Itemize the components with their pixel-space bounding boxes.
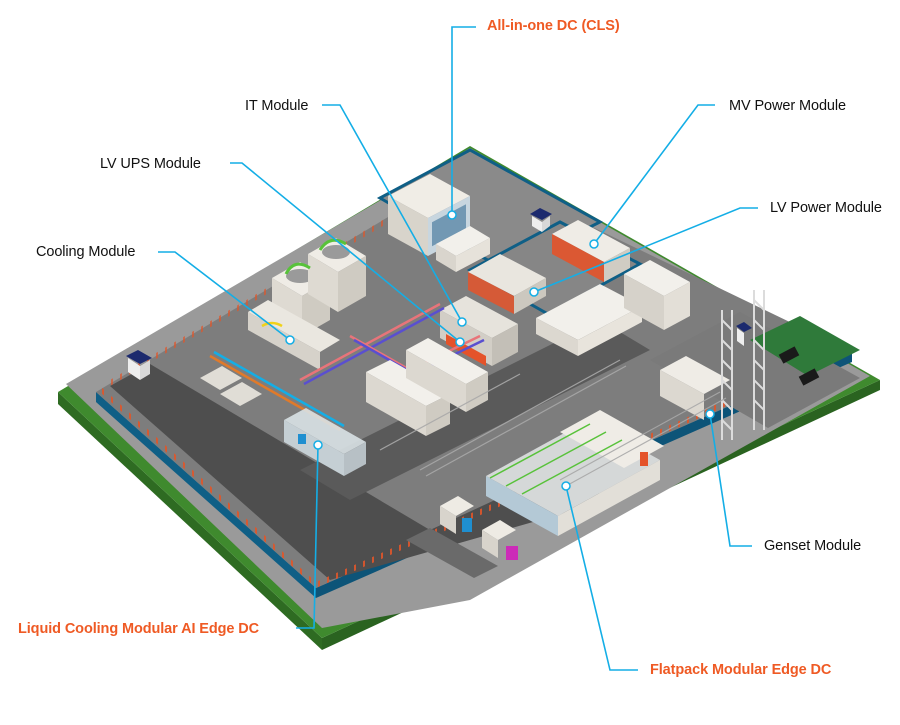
leader-line-flatpack-edge-dc [565, 485, 638, 671]
container-central-1 [366, 360, 450, 436]
container-central-2 [406, 338, 488, 412]
leader-dot-genset-module [705, 409, 715, 419]
leader-line-cooling-module [158, 251, 291, 341]
outdoor-units-left [200, 366, 262, 406]
grass-side-left [58, 392, 322, 650]
label-lv-ups-module: LV UPS Module [100, 156, 201, 172]
label-it-module: IT Module [245, 98, 309, 114]
leader-line-genset-module [709, 413, 752, 547]
leader-dot-mv-power-module [589, 239, 599, 249]
compound-container-front [456, 238, 490, 272]
parked-car-1 [778, 346, 800, 364]
leader-line-liquid-cooling-edge-dc [296, 444, 319, 629]
leader-dot-flatpack-edge-dc [561, 481, 571, 491]
paved-slab [406, 528, 498, 578]
leader-line-lv-power-module [533, 207, 758, 293]
label-all-in-one-dc: All-in-one DC (CLS) [487, 18, 620, 34]
container-power-east [536, 284, 642, 356]
leader-dot-lv-ups-module [455, 337, 465, 347]
leader-dot-lv-power-module [529, 287, 539, 297]
leader-line-all-in-one-dc [451, 26, 476, 215]
leader-dot-cooling-module [285, 335, 295, 345]
leader-dot-all-in-one-dc [447, 210, 457, 220]
pipe-racks [379, 359, 727, 487]
leader-line-lv-ups-module [230, 162, 461, 343]
cooling-module-box [248, 300, 340, 370]
label-lv-power-module: LV Power Module [770, 200, 882, 216]
lv-power-building [468, 254, 546, 314]
label-mv-power-module: MV Power Module [729, 98, 846, 114]
boundary-wall-left [96, 392, 316, 598]
label-flatpack-edge-dc: Flatpack Modular Edge DC [650, 662, 832, 678]
parking-green [750, 316, 860, 376]
flatpack-aux-units [440, 496, 518, 560]
compound-container-side [436, 244, 456, 272]
liquid-cooling-edge-dc-building [284, 408, 366, 476]
parked-car-2 [798, 368, 820, 386]
flatpack-edge-dc-building [486, 410, 664, 536]
road-inner [300, 320, 650, 500]
label-cooling-module: Cooling Module [36, 244, 136, 260]
compound-container [436, 226, 490, 256]
guard-house-top [530, 208, 552, 232]
perimeter-road [110, 364, 610, 580]
container-northeast [624, 260, 690, 330]
guard-house-right [736, 322, 752, 346]
leader-lines [158, 26, 758, 671]
leader-line-mv-power-module [593, 104, 715, 245]
fence-left [100, 386, 316, 588]
label-genset-module: Genset Module [764, 538, 862, 554]
leader-dot-it-module [457, 317, 467, 327]
modules [126, 174, 820, 578]
leader-line-it-module [322, 104, 463, 323]
guard-house-left [126, 350, 152, 380]
all-in-one-dc-building [388, 174, 470, 256]
label-liquid-cooling-edge-dc: Liquid Cooling Modular AI Edge DC [18, 621, 260, 637]
lattice-towers [721, 290, 765, 440]
leader-dot-liquid-cooling-edge-dc [313, 440, 323, 450]
